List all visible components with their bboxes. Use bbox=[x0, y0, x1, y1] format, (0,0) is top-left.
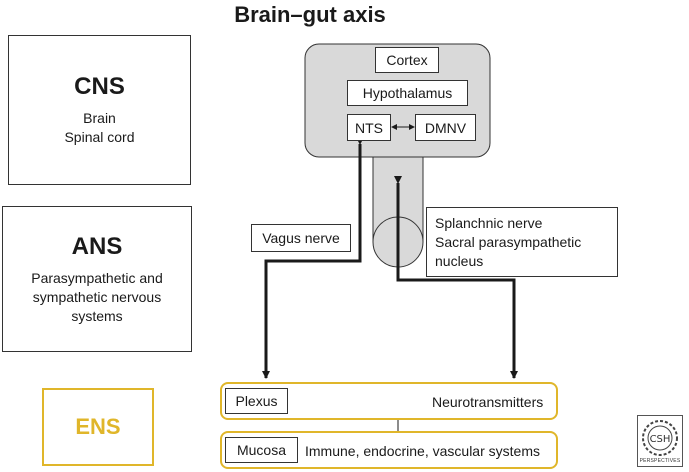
ens-heading: ENS bbox=[75, 414, 121, 439]
ans-heading: ANS bbox=[71, 232, 123, 260]
splanchnic-line: Splanchnic nerve bbox=[435, 215, 543, 231]
dmnv-box: DMNV bbox=[415, 114, 476, 141]
cns-panel: CNS Brain Spinal cord bbox=[8, 35, 191, 185]
csh-perspectives-logo: CSH PERSPECTIVES bbox=[637, 415, 683, 467]
logo-seal-icon: CSH bbox=[642, 420, 678, 456]
splanchnic-line: Sacral parasympathetic bbox=[435, 234, 582, 250]
plexus-box: Plexus bbox=[225, 388, 288, 414]
logo-subtext: PERSPECTIVES bbox=[639, 458, 681, 464]
logo-text: CSH bbox=[650, 434, 671, 445]
diagram-title: Brain–gut axis bbox=[234, 2, 386, 27]
cns-line: Spinal cord bbox=[64, 129, 135, 145]
vagus-nerve-path bbox=[262, 137, 364, 379]
neurotransmitters-label: Neurotransmitters bbox=[432, 394, 544, 410]
cns-heading: CNS bbox=[74, 73, 125, 100]
ans-line: sympathetic nervous bbox=[32, 288, 162, 305]
cortex-box: Cortex bbox=[375, 47, 439, 73]
hypothalamus-box: Hypothalamus bbox=[347, 80, 468, 106]
ans-panel: ANS Parasympathetic and sympathetic nerv… bbox=[2, 206, 192, 352]
ans-line: systems bbox=[71, 307, 123, 324]
nts-box: NTS bbox=[347, 114, 391, 141]
ens-panel: ENS bbox=[42, 388, 154, 466]
splanchnic-nerve-path bbox=[394, 176, 518, 379]
splanchnic-label: Splanchnic nerve Sacral parasympathetic … bbox=[426, 207, 618, 277]
splanchnic-line: nucleus bbox=[435, 253, 484, 269]
vagus-nerve-label: Vagus nerve bbox=[251, 224, 351, 252]
cns-line: Brain bbox=[83, 110, 116, 126]
ans-line: Parasympathetic and bbox=[31, 269, 163, 286]
mucosa-box: Mucosa bbox=[225, 437, 298, 463]
immune-systems-label: Immune, endocrine, vascular systems bbox=[305, 443, 540, 459]
